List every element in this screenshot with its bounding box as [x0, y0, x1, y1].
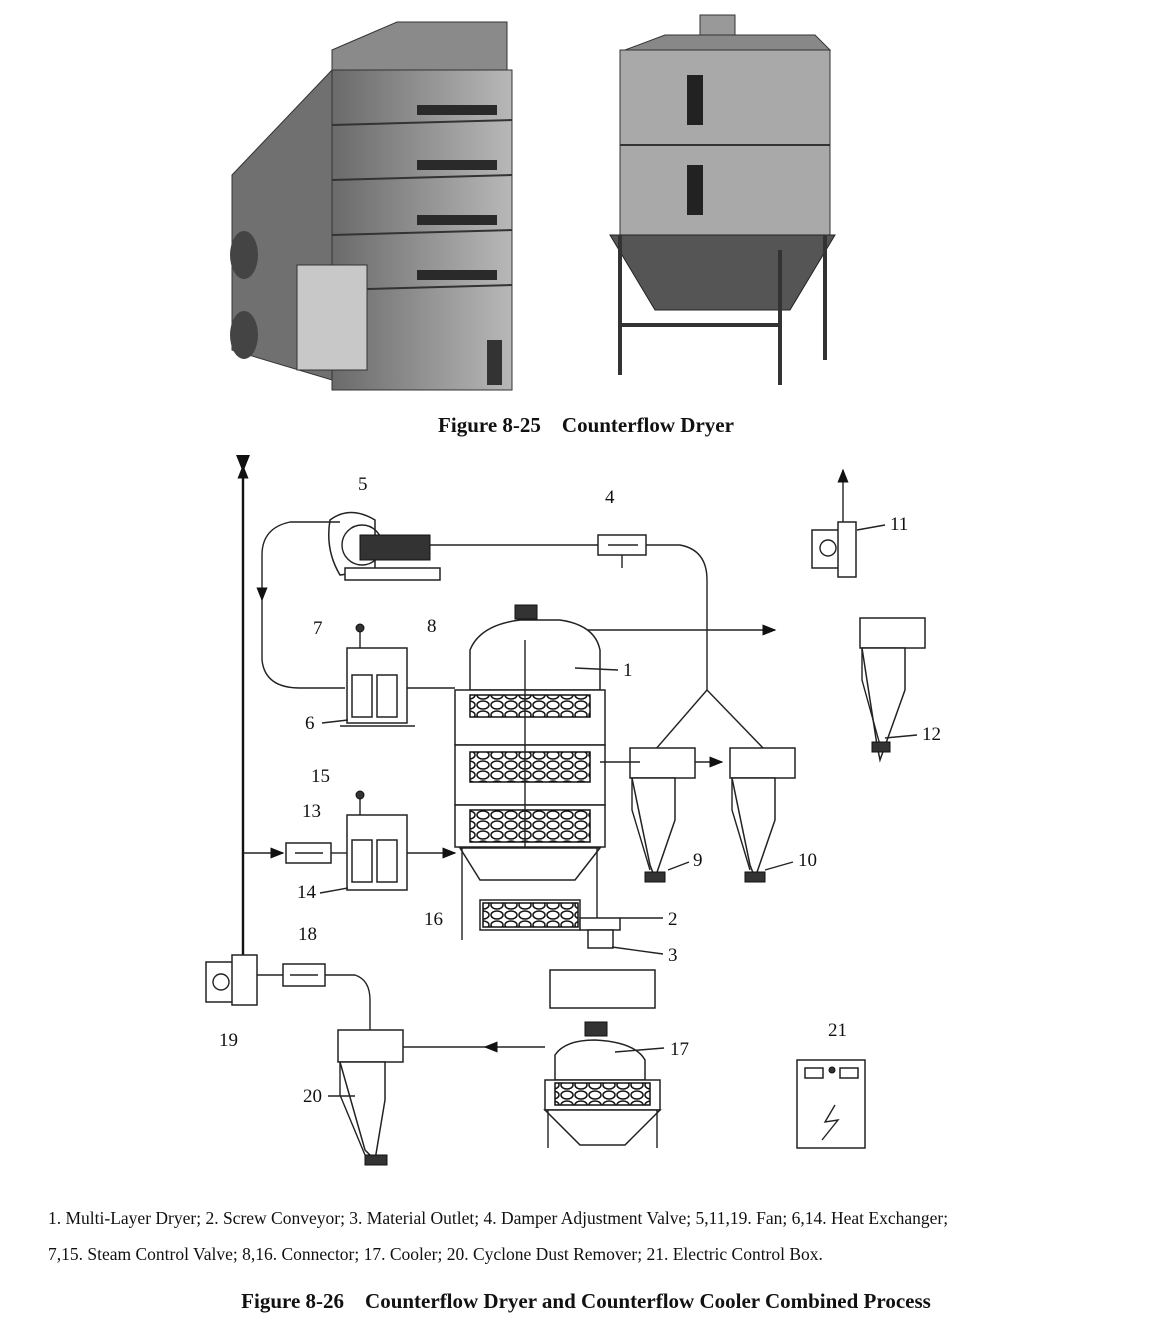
figure-8-26-caption: Figure 8-26 Counterflow Dryer and Counte…	[0, 1289, 1172, 1314]
transfer-box	[549, 969, 656, 1009]
screw-conveyor-2	[479, 899, 621, 931]
figure-8-25-caption: Figure 8-25 Counterflow Dryer	[0, 413, 1172, 438]
label-10: 10	[798, 850, 817, 871]
leader-lines	[319, 524, 918, 1097]
label-13: 13	[302, 801, 321, 822]
label-19: 19	[219, 1030, 238, 1051]
counterflow-dryer-photo-right	[609, 14, 836, 385]
heat-exchanger-6	[340, 623, 415, 727]
damper-valve-4	[597, 534, 647, 568]
fan-5	[328, 511, 441, 581]
label-9: 9	[693, 850, 703, 871]
cyclone-10	[729, 747, 796, 883]
component-number-labels: 5 4 11 7 8 1 6 12 15 13 9 10 14 16 2 18 …	[219, 474, 941, 1107]
damper-18	[282, 963, 326, 987]
figure-8-26-legend: 1. Multi-Layer Dryer; 2. Screw Conveyor;…	[48, 1200, 1148, 1272]
legend-line-2: 7,15. Steam Control Valve; 8,16. Connect…	[48, 1244, 823, 1264]
figure-8-25-number: Figure 8-25	[438, 413, 541, 437]
figure-8-25-title: Counterflow Dryer	[561, 413, 734, 437]
label-12: 12	[922, 724, 941, 745]
label-1: 1	[623, 660, 633, 681]
counterflow-dryer-photo-left	[230, 21, 513, 391]
label-21: 21	[828, 1020, 847, 1041]
label-7: 7	[313, 618, 323, 639]
label-18: 18	[298, 924, 317, 945]
fan-11	[811, 468, 857, 578]
label-4: 4	[605, 487, 615, 508]
process-flow-diagram: 5 4 11 7 8 1 6 12 15 13 9 10 14 16 2 18 …	[205, 455, 941, 1166]
cyclone-dust-remover-20	[337, 1029, 404, 1166]
fan-19	[205, 954, 258, 1006]
material-outlet-3	[587, 929, 614, 949]
label-11: 11	[890, 514, 908, 535]
figure-8-26-number: Figure 8-26	[241, 1289, 345, 1313]
cyclone-9	[629, 747, 696, 883]
cooler-17	[543, 1021, 662, 1148]
label-16: 16	[424, 909, 443, 930]
damper-13	[285, 842, 332, 864]
figure-8-26-title: Counterflow Dryer and Counterflow Cooler…	[365, 1289, 931, 1313]
label-17: 17	[670, 1039, 689, 1060]
multi-layer-dryer-1	[454, 604, 606, 940]
label-20: 20	[303, 1086, 322, 1107]
heat-exchanger-14	[346, 790, 408, 891]
label-5: 5	[358, 474, 368, 495]
cyclone-12	[859, 617, 926, 763]
label-6: 6	[305, 713, 315, 734]
label-2: 2	[668, 909, 678, 930]
electric-control-box-21	[796, 1059, 866, 1149]
label-14: 14	[297, 882, 317, 903]
label-8: 8	[427, 616, 437, 637]
label-3: 3	[668, 945, 678, 966]
legend-line-1: 1. Multi-Layer Dryer; 2. Screw Conveyor;…	[48, 1208, 949, 1228]
label-15: 15	[311, 766, 330, 787]
